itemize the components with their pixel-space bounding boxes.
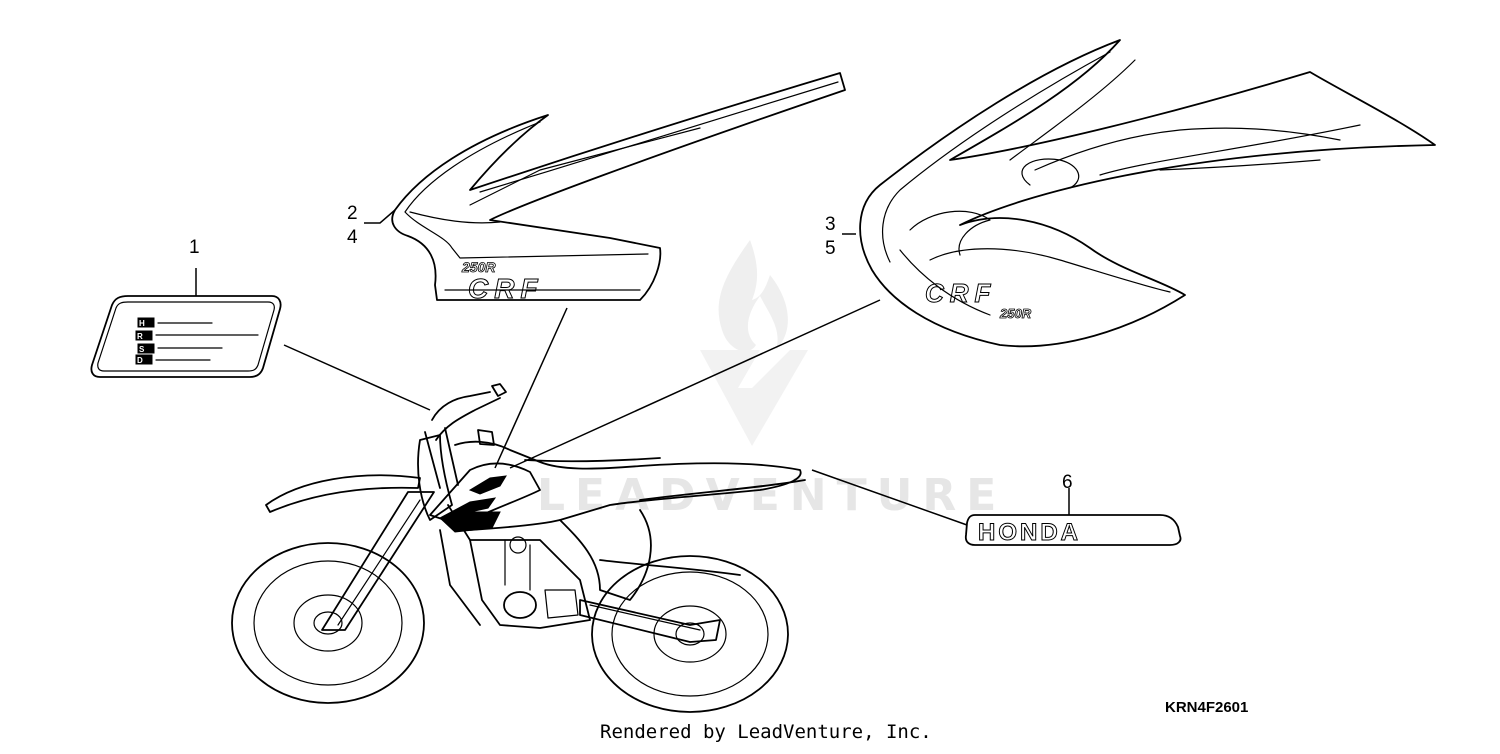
front-wheel [231, 542, 425, 704]
leader-3-5 [509, 299, 881, 469]
honda-emblem-decal: HONDA [964, 514, 1182, 547]
caution-letter: R [137, 332, 143, 341]
flame-brand-text: CRF [925, 278, 996, 308]
flame-shroud-decal: CRF 250R [859, 39, 1436, 348]
emblem-text: HONDA [978, 519, 1081, 546]
footer-credit: Rendered by LeadVenture, Inc. [600, 721, 932, 743]
caution-letter: D [137, 356, 143, 365]
callout-2: 2 [347, 203, 358, 224]
callout-1: 1 [189, 237, 200, 258]
leader-6 [811, 469, 968, 526]
flame-logo: CRF 250R [925, 278, 1033, 322]
shroud-logo: 250R CRF [461, 259, 544, 305]
rear-wheel [591, 555, 789, 713]
callout-6: 6 [1062, 472, 1073, 493]
leader-2-4 [494, 307, 568, 469]
watermark-text: LEADVENTURE [537, 470, 1006, 521]
caution-letter: H [139, 319, 145, 328]
leader-lines [195, 209, 1070, 526]
leader-2-4-tick [364, 209, 396, 224]
caution-letters [135, 317, 259, 365]
motorcycle-illustration [231, 383, 806, 713]
watermark: LEADVENTURE [537, 240, 1006, 521]
callout-3: 3 [825, 214, 836, 235]
shroud-model-text: 250R [461, 259, 496, 275]
watermark-logo-icon [700, 240, 808, 446]
caution-label-decal: H R S D [90, 295, 282, 378]
caution-letter: S [139, 345, 145, 354]
diagram-code: KRN4F2601 [1165, 699, 1248, 716]
leader-1 [283, 344, 431, 411]
shroud-brand-text: CRF [468, 273, 544, 304]
shroud-stripe-decal: 250R CRF [391, 72, 846, 305]
callout-5: 5 [825, 238, 836, 259]
callout-4: 4 [347, 227, 358, 248]
flame-model-text: 250R [999, 306, 1032, 321]
